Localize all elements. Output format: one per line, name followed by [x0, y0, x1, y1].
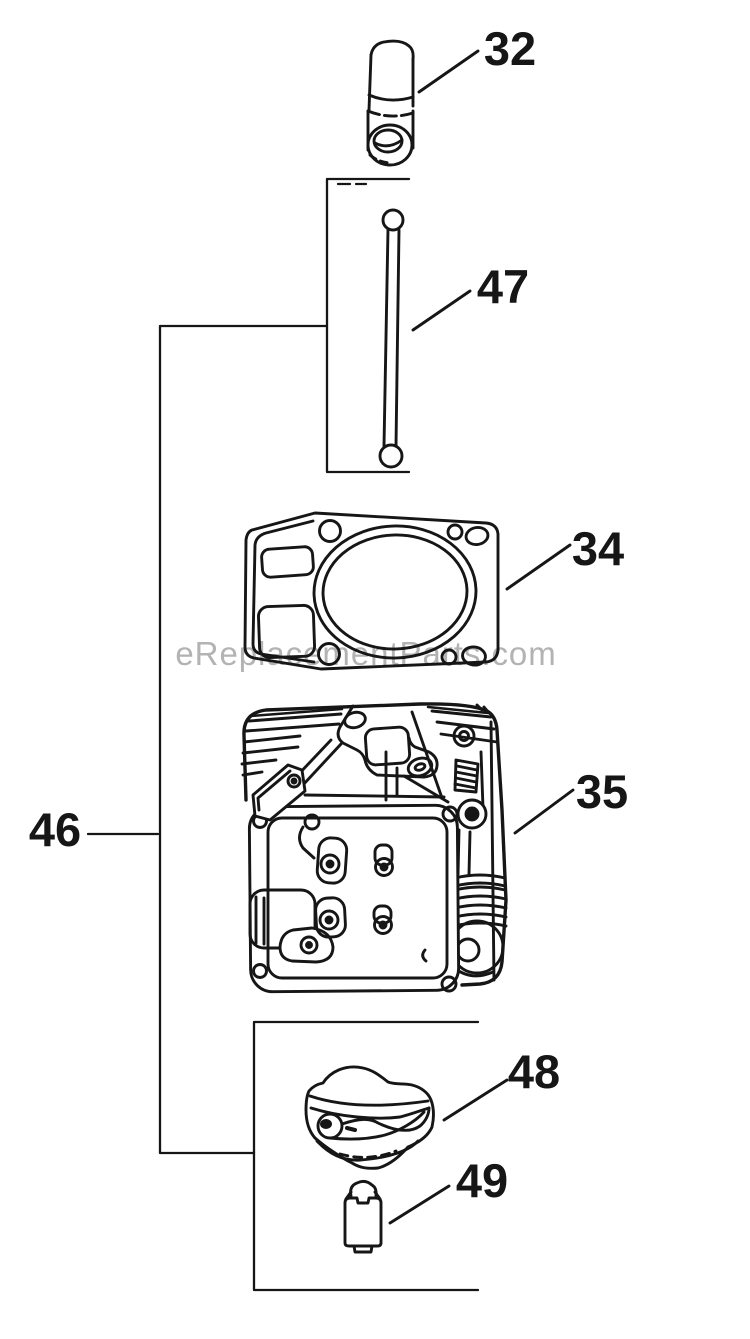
- svg-text:32: 32: [484, 22, 536, 75]
- svg-text:34: 34: [572, 522, 624, 575]
- svg-text:35: 35: [576, 765, 628, 818]
- svg-text:47: 47: [477, 260, 529, 313]
- svg-text:46: 46: [29, 803, 81, 856]
- svg-text:48: 48: [508, 1045, 560, 1098]
- svg-text:49: 49: [456, 1154, 508, 1207]
